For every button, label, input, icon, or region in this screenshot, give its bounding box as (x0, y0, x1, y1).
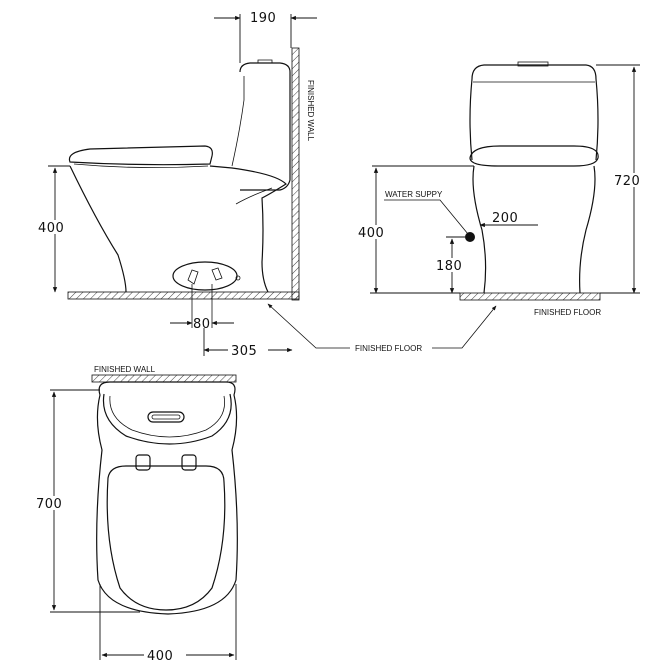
front-tank-right (471, 64, 599, 161)
side-floor-label: FINISHED FLOOR (355, 344, 422, 353)
top-hinge-left (135, 454, 151, 471)
front-water-leader (384, 199, 469, 235)
top-wall-label: FINISHED WALL (94, 365, 156, 374)
top-seat-lid (106, 465, 226, 611)
top-finished-wall (91, 374, 237, 383)
side-bowl-front (69, 165, 127, 293)
side-wall-label: FINISHED WALL (306, 80, 315, 142)
top-hinge-right (181, 454, 197, 471)
side-outlet-bolt (235, 275, 241, 281)
front-water-label: WATER SUPPY (385, 190, 443, 199)
side-finished-floor (67, 291, 300, 300)
front-body-right (579, 165, 596, 294)
side-tank-front (231, 76, 245, 167)
top-dim-width-label: 400 (147, 649, 173, 663)
side-dim-outlet-label: 80 (193, 317, 211, 332)
front-body-left (472, 165, 487, 294)
side-seat-edge (73, 163, 209, 168)
side-finished-wall (291, 47, 300, 301)
side-floor-leader-right (432, 305, 497, 349)
front-view: FINISHED FLOOR WATER SUPPY 200 400 180 (356, 61, 652, 317)
top-dim-length-label: 700 (36, 497, 62, 512)
top-flush-button-inner (151, 414, 181, 420)
side-tank (239, 62, 291, 191)
front-dim-offset-label: 200 (492, 211, 518, 226)
side-floor-leader-left (267, 303, 350, 349)
side-trap-line (235, 187, 273, 205)
side-dim-rough-bg (228, 343, 268, 357)
front-dim-supply-bg (434, 258, 470, 272)
front-seat (469, 145, 599, 167)
side-flush-button (257, 59, 273, 63)
front-dim-total-label: 720 (614, 174, 640, 189)
side-dim-rough-label: 305 (231, 344, 257, 359)
front-dim-total-bg (612, 173, 652, 187)
front-water-supply-point (465, 232, 475, 242)
front-finished-floor (459, 292, 601, 301)
front-dim-height-label: 400 (358, 226, 384, 241)
side-dim-height-label: 400 (38, 221, 64, 236)
front-dim-supply-label: 180 (436, 259, 462, 274)
top-body-outline (96, 381, 238, 615)
top-tank-outline (102, 393, 232, 445)
side-bowl-back (209, 165, 287, 293)
top-dim-width-bg (144, 648, 186, 662)
side-dim-top-label: 190 (250, 11, 276, 26)
side-outlet (172, 261, 238, 291)
front-flush-button (517, 61, 549, 67)
top-flush-button (147, 411, 185, 423)
front-floor-label: FINISHED FLOOR (534, 308, 601, 317)
front-dim-height-bg (356, 225, 396, 239)
front-tank-left (469, 78, 473, 161)
side-dim-height-bg (36, 220, 76, 234)
side-outlet-pipes (187, 267, 223, 285)
side-seat-lid (68, 145, 213, 166)
top-view: FINISHED WALL 700 400 (34, 365, 238, 663)
top-tank-inner (109, 395, 225, 438)
side-view: 190 400 80 305 FINISHED WALL FINISHED FL… (36, 11, 497, 359)
top-dim-length-bg (34, 496, 74, 510)
